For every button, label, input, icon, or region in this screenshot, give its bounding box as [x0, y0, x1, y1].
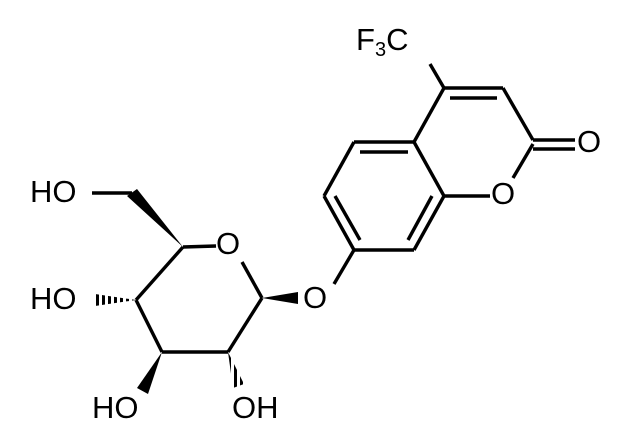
glycosidic-oxygen-label: O: [303, 280, 328, 315]
ch2oh-hydroxyl-label: HO: [30, 174, 77, 209]
hash-c2-oh: [228, 352, 244, 388]
bond-c5-c6: [322, 141, 356, 197]
wedge-c3-oh: [137, 352, 162, 394]
bond-c7-oglyc: [332, 249, 356, 285]
bond-c4-c3: [134, 299, 164, 353]
bond-o5-c5: [182, 244, 217, 249]
c2-hydroxyl-label: OH: [232, 390, 279, 425]
ring-oxygen-label: O: [491, 176, 516, 211]
bond-c6-c7-inner: [333, 195, 362, 241]
bond-c6-c7: [322, 195, 356, 251]
c4-hydroxyl-label: HO: [30, 281, 77, 316]
bond-c4a-c8a: [412, 141, 446, 197]
bond-c3-c2: [501, 87, 535, 141]
pyranose-oxygen-label: O: [216, 226, 241, 261]
carbonyl-oxygen-label: O: [577, 124, 602, 159]
c3-hydroxyl-label: HO: [92, 390, 139, 425]
bond-c5-c4: [134, 245, 185, 302]
bond-cf3-c4: [428, 63, 446, 89]
wedge-c1-oglyc: [262, 292, 298, 304]
bond-c4-c4a: [412, 87, 446, 143]
cf3-label: F3C: [356, 22, 409, 61]
bond-c8-c8a-inner: [406, 195, 434, 241]
wedge-c5-c6: [127, 189, 183, 247]
hash-c4-oh: [95, 294, 136, 306]
bond-c2-c1: [226, 297, 264, 353]
bond-c1-o5: [240, 261, 264, 299]
bond-c8-c8a: [412, 195, 446, 251]
bond-c2-o1: [511, 143, 535, 179]
